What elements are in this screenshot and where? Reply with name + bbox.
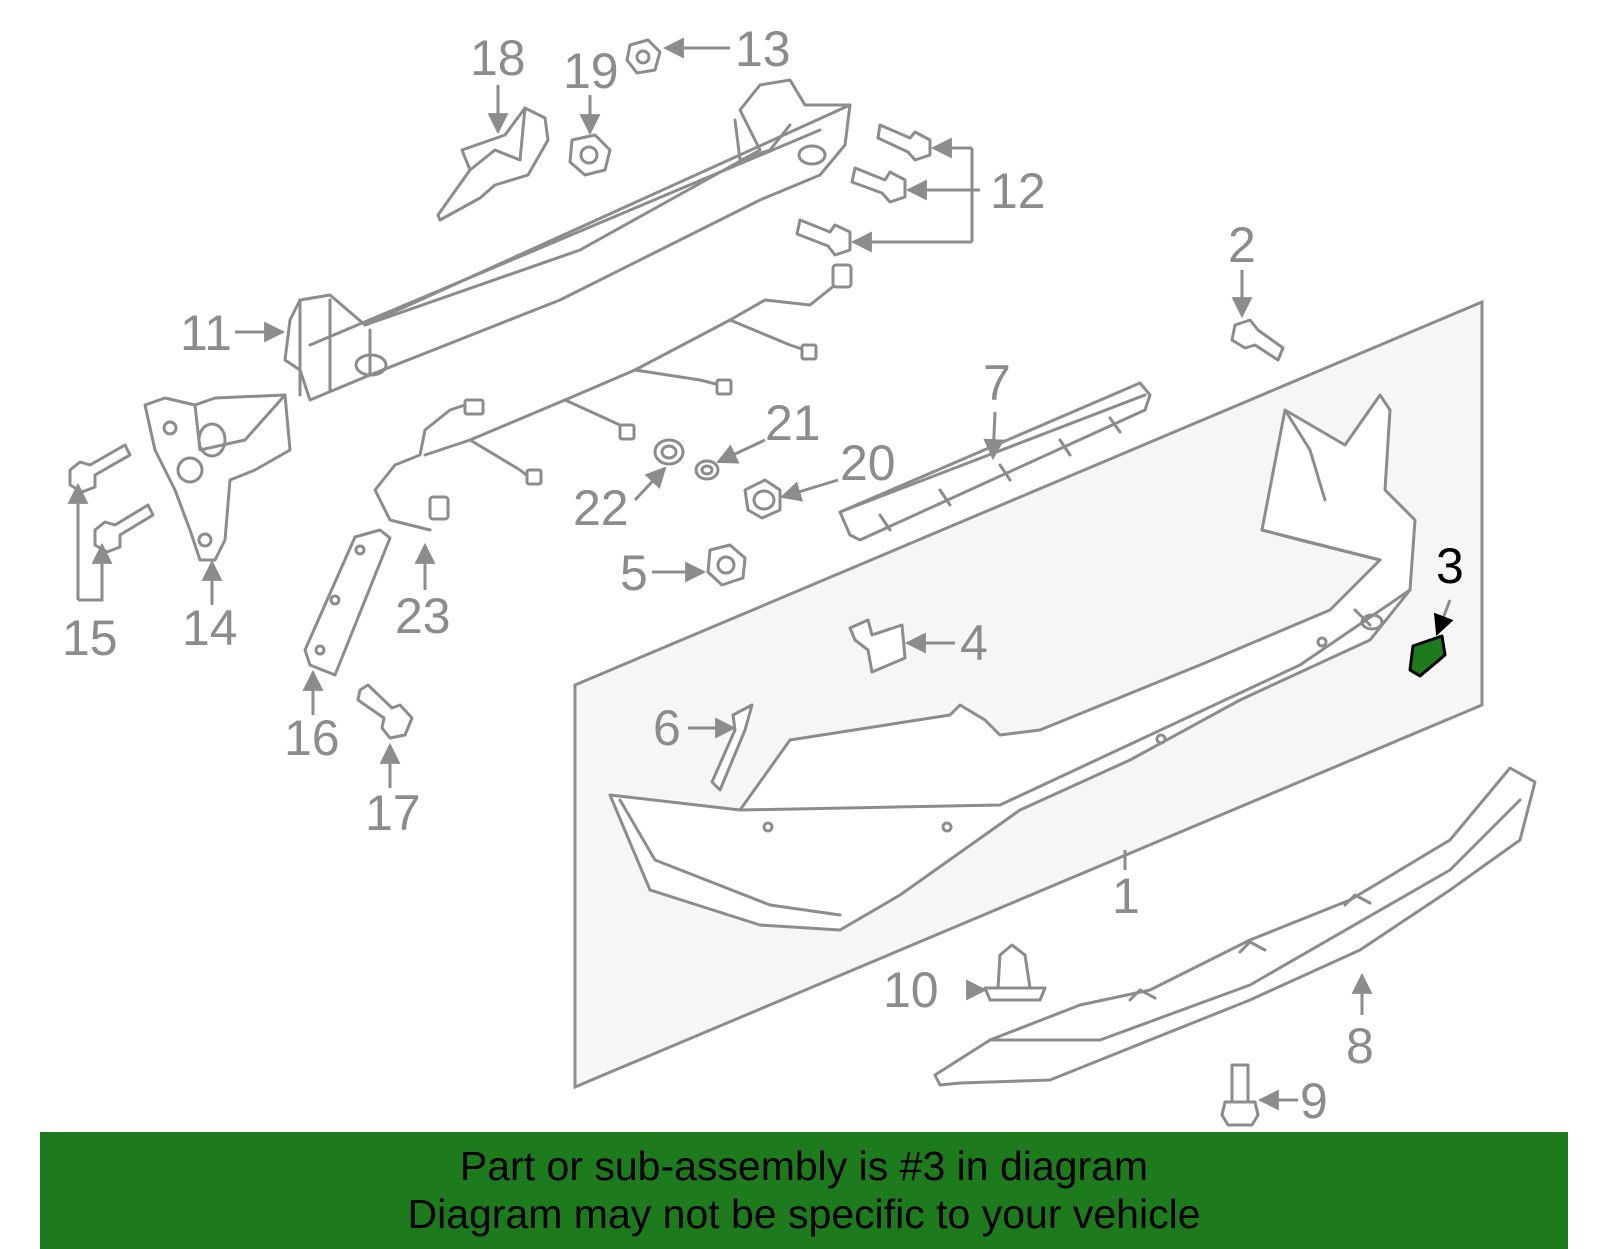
callout-12: 12 <box>990 163 1046 219</box>
callout-22: 22 <box>573 480 629 536</box>
callout-6: 6 <box>653 700 681 756</box>
callout-9: 9 <box>1300 1073 1328 1129</box>
part-18-bracket[interactable] <box>436 106 550 222</box>
callout-11: 11 <box>180 305 232 361</box>
callout-5: 5 <box>620 545 648 601</box>
callout-4: 4 <box>960 615 988 671</box>
part-2-bolt[interactable] <box>1230 318 1285 362</box>
callout-3: 3 <box>1436 538 1464 594</box>
banner-line-disclaimer: Diagram may not be specific to your vehi… <box>407 1191 1201 1237</box>
callout-10: 10 <box>883 962 939 1018</box>
info-banner: Part or sub-assembly is #3 in diagram Di… <box>40 1132 1568 1249</box>
part-23-wiring-harness[interactable] <box>373 263 853 532</box>
callout-21: 21 <box>765 395 821 451</box>
part-9-bolt[interactable] <box>1220 1063 1260 1127</box>
callout-1: 1 <box>1112 868 1140 924</box>
callout-15: 15 <box>62 610 118 666</box>
part-22-grommet[interactable] <box>653 438 685 466</box>
part-1-bumper-cover[interactable] <box>608 393 1417 932</box>
part-5-sensor[interactable] <box>706 543 747 587</box>
part-21-washer[interactable] <box>694 459 720 481</box>
callout-19: 19 <box>563 43 619 99</box>
callout-23: 23 <box>395 588 451 644</box>
part-12-bolts[interactable] <box>795 123 932 257</box>
part-17-bolt[interactable] <box>356 683 414 740</box>
banner-line-part-info: Part or sub-assembly is #3 in diagram <box>459 1143 1149 1189</box>
part-10-clip[interactable] <box>983 943 1047 1002</box>
callout-7: 7 <box>983 355 1011 411</box>
part-14-bracket[interactable] <box>143 393 292 562</box>
part-4-clip[interactable] <box>848 618 907 674</box>
callout-8: 8 <box>1346 1018 1374 1074</box>
leader-lines <box>67 37 1454 1111</box>
part-16-bracket[interactable] <box>303 528 392 677</box>
part-8-lower-valance[interactable] <box>933 766 1537 1087</box>
callout-18: 18 <box>470 30 526 86</box>
callout-14: 14 <box>182 600 238 656</box>
part-11-impact-bar[interactable] <box>283 78 852 402</box>
callout-17: 17 <box>365 785 421 841</box>
part-20-sensor[interactable] <box>743 478 782 520</box>
part-15-bolts[interactable] <box>68 443 155 554</box>
part-19-nut[interactable] <box>568 133 612 177</box>
callout-2: 2 <box>1228 217 1256 273</box>
callout-labels: 18 19 13 12 11 2 7 21 20 22 5 15 14 23 1… <box>62 21 1464 1129</box>
callout-13: 13 <box>735 21 791 77</box>
callout-20: 20 <box>840 435 896 491</box>
callout-16: 16 <box>284 710 340 766</box>
part-3-reflector[interactable] <box>1408 634 1447 678</box>
part-13-nut[interactable] <box>625 38 662 75</box>
